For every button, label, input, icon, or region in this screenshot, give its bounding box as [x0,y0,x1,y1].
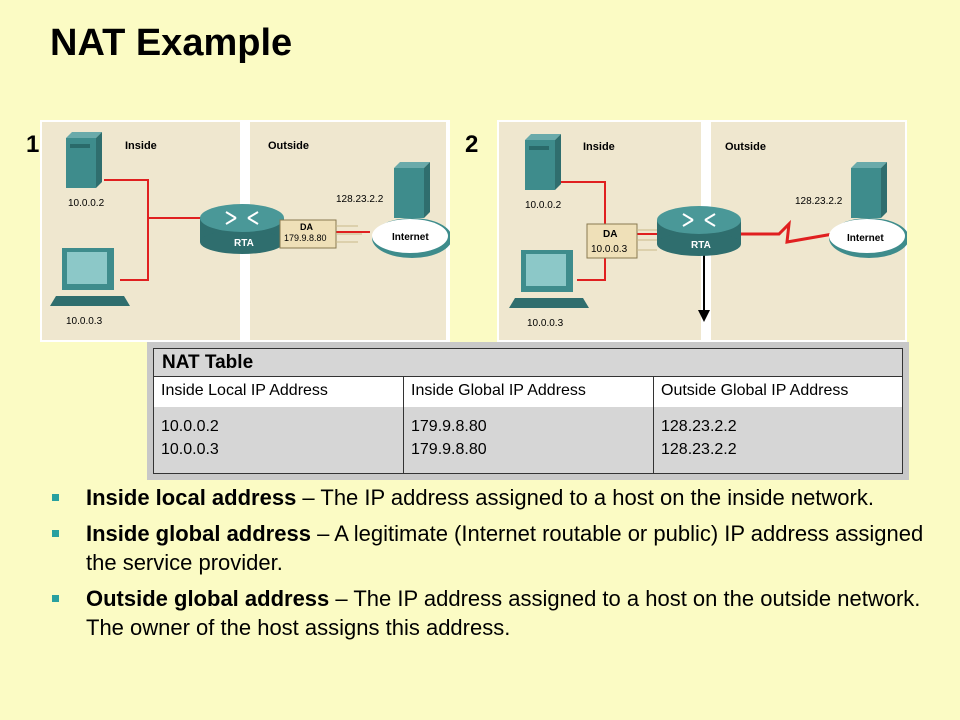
header-outside-global: Outside Global IP Address [661,382,849,399]
bullet-icon [52,530,59,537]
panel-1-number: 1 [26,131,40,158]
nat-table-body: 10.0.0.2 10.0.0.3 179.9.8.80 179.9.8.80 … [154,407,902,473]
bullet-term: Outside global address [86,586,330,611]
packet-da-label: DA [603,229,617,240]
server-icon [66,132,102,188]
outside-label: Outside [725,141,766,153]
table-cell: 128.23.2.2 [661,441,737,458]
list-item: Inside local address – The IP address as… [48,483,928,512]
packet-da-label: DA [300,222,313,232]
nat-table-header: Inside Local IP Address Inside Global IP… [154,377,902,408]
router-label: RTA [691,240,711,251]
table-cell: 179.9.8.80 [411,441,487,458]
remote-server-icon [851,162,887,218]
router-icon [200,204,284,254]
list-item: Outside global address – The IP address … [48,584,928,642]
down-arrow-icon [698,310,710,322]
server-icon [525,134,561,190]
pc-icon [509,250,589,308]
server-ip: 10.0.0.2 [525,200,562,211]
col-outside-global: 128.23.2.2 128.23.2.2 [654,407,902,473]
table-cell: 10.0.0.3 [161,441,219,458]
packet-da-value: 179.9.8.80 [284,233,327,243]
pc-ip: 10.0.0.3 [66,316,103,327]
header-inside-local: Inside Local IP Address [154,377,404,407]
packet-icon [586,223,661,259]
table-cell: 128.23.2.2 [661,418,737,435]
server-ip: 10.0.0.2 [68,198,105,209]
header-inside-global: Inside Global IP Address [404,377,654,407]
list-item: Inside global address – A legitimate (In… [48,519,928,577]
bullet-term: Inside global address [86,521,311,546]
definition-list: Inside local address – The IP address as… [48,483,928,649]
remote-server-icon [394,162,430,218]
bullet-term: Inside local address [86,485,297,510]
router-icon [657,206,741,256]
outside-label: Outside [268,140,309,152]
pc-icon [50,248,130,306]
cloud-label: Internet [847,233,884,244]
nat-diagram-step-1: Inside Outside 10.0.0.2 10.0.0.3 RTA DA … [40,120,450,342]
router-label: RTA [234,238,254,249]
inside-label: Inside [583,141,615,153]
slide-title: NAT Example [50,22,293,64]
nat-table: NAT Table Inside Local IP Address Inside… [147,342,909,480]
packet-da-value: 10.0.0.3 [591,244,628,255]
nat-diagram-step-2: Inside Outside 10.0.0.2 10.0.0.3 DA 10.0… [497,120,907,342]
table-cell: 179.9.8.80 [411,418,487,435]
bullet-text: – A legitimate (Internet routable or pub… [86,521,924,575]
inside-label: Inside [125,140,157,152]
bullet-icon [52,595,59,602]
remote-server-ip: 128.23.2.2 [795,196,843,207]
bullet-text: – The IP address assigned to a host on t… [296,485,874,510]
internet-cloud-icon [829,218,907,258]
table-cell: 10.0.0.2 [161,418,219,435]
packet-icon [279,219,362,249]
bullet-text: – The IP address assigned to a host on t… [86,586,921,640]
panel-2-number: 2 [465,131,479,158]
internet-cloud-icon [372,218,450,258]
nat-table-title: NAT Table [154,349,902,377]
bullet-icon [52,494,59,501]
cloud-label: Internet [392,232,429,243]
col-inside-global: 179.9.8.80 179.9.8.80 [404,407,654,473]
col-inside-local: 10.0.0.2 10.0.0.3 [154,407,404,473]
pc-ip: 10.0.0.3 [527,318,564,329]
remote-server-ip: 128.23.2.2 [336,194,384,205]
